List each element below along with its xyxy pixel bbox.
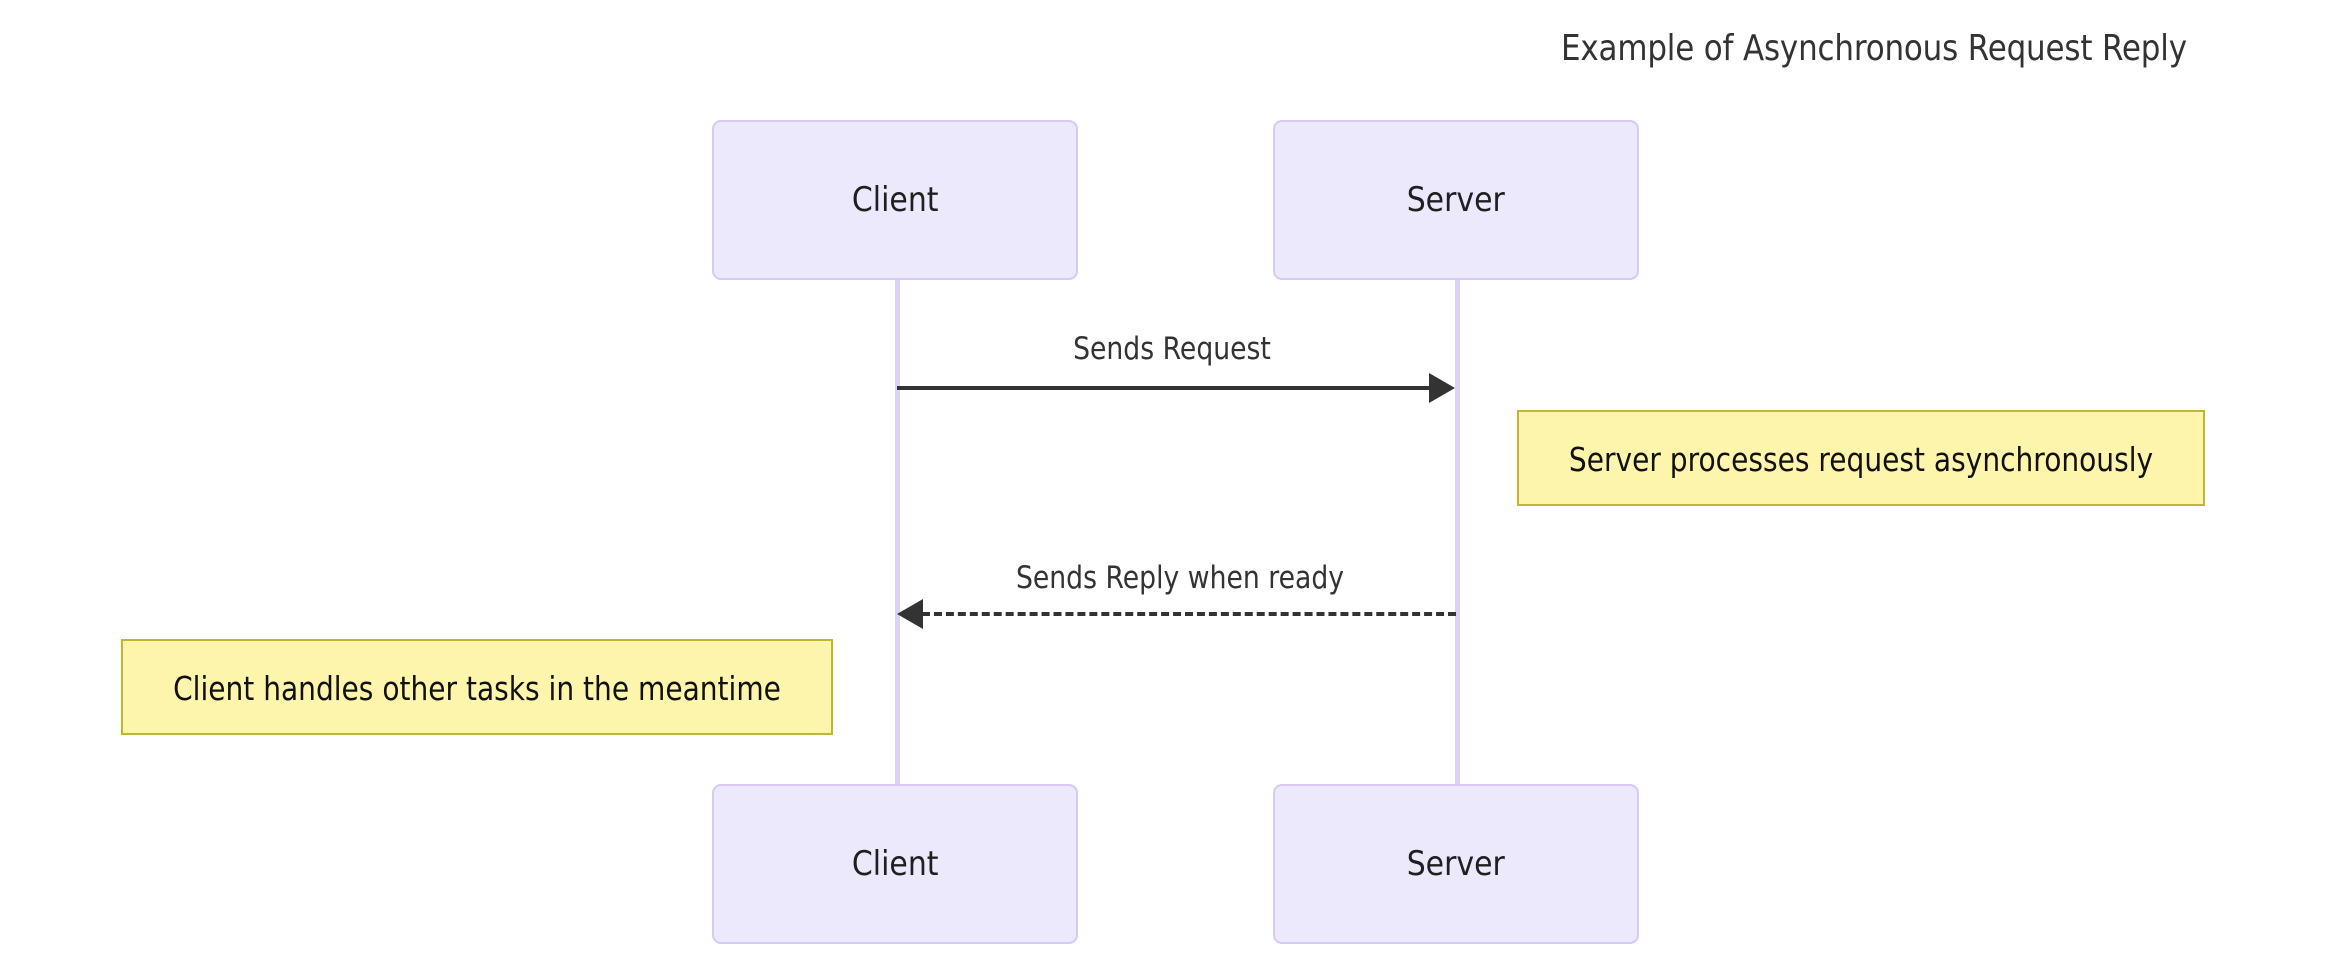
participant-label-client-bottom: Client [851,844,939,884]
message-line-sends-request [897,386,1431,390]
participant-box-client-bottom[interactable]: Client [712,784,1078,944]
participant-box-server-bottom[interactable]: Server [1273,784,1639,944]
note-client-handles-text: Client handles other tasks in the meanti… [173,669,781,708]
participant-label-server-top: Server [1406,180,1506,220]
note-server-processes [1517,410,2205,506]
arrowhead-left-icon [897,599,923,629]
message-label-sends-reply: Sends Reply when ready [1015,560,1345,596]
participant-label-client-top: Client [851,180,939,220]
note-server-processes-text: Server processes request asynchronously [1568,440,2154,479]
message-line-sends-reply [922,612,1456,616]
participant-label-server-bottom: Server [1406,844,1506,884]
lifeline-client [895,280,900,786]
participant-box-client-top[interactable]: Client [712,120,1078,280]
arrowhead-right-icon [1429,373,1455,403]
participant-box-server-top[interactable]: Server [1273,120,1639,280]
message-label-sends-request: Sends Request [1073,331,1271,367]
note-client-handles [121,639,833,735]
lifeline-server [1455,280,1460,786]
diagram-title: Example of Asynchronous Request Reply [1561,28,2187,69]
